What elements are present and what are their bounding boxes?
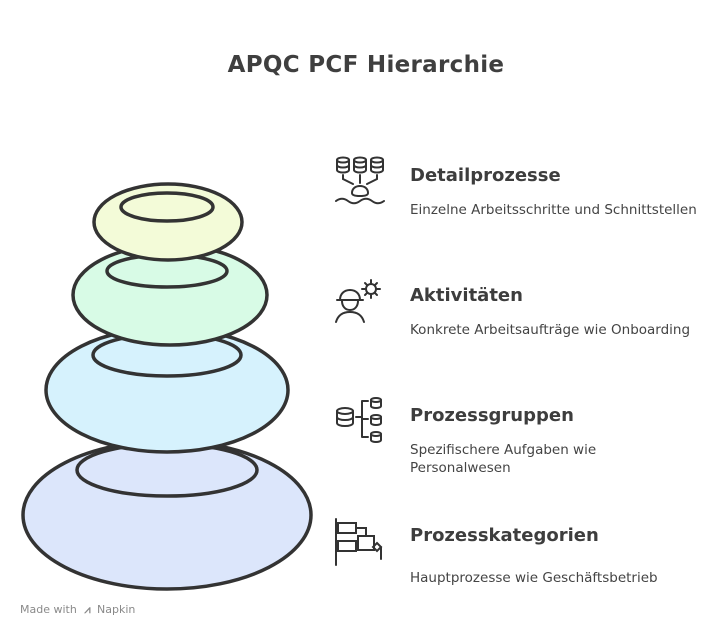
database-hierarchy-icon (332, 395, 388, 451)
level-heading: Prozessgruppen (410, 405, 574, 426)
level-heading: Aktivitäten (410, 285, 523, 306)
level-heading: Detailprozesse (410, 165, 561, 186)
flowchart-icon (332, 515, 388, 571)
worker-gear-icon (332, 275, 388, 331)
level-detailprozesse: Detailprozesse Einzelne Arbeitsschritte … (332, 155, 702, 255)
made-with-label: Made with (20, 603, 77, 616)
ring-detailprozesse-hole (119, 191, 215, 223)
level-description: Spezifischere Aufgaben wie Personalwesen (410, 442, 597, 476)
made-with-footer: Made with ⩘ Napkin (20, 603, 135, 617)
napkin-logo-icon: ⩘ (84, 603, 91, 616)
level-description: Hauptprozesse wie Geschäftsbetrieb (410, 570, 658, 586)
database-network-icon (332, 155, 388, 211)
level-prozesskategorien: Prozesskategorien Hauptprozesse wie Gesc… (332, 515, 702, 615)
napkin-brand: Napkin (97, 603, 136, 616)
level-heading: Prozesskategorien (410, 525, 599, 546)
diagram-title: APQC PCF Hierarchie (227, 52, 505, 78)
level-prozessgruppen: Prozessgruppen Spezifischere Aufgaben wi… (332, 395, 702, 495)
level-description: Einzelne Arbeitsschritte und Schnittstel… (410, 202, 697, 218)
level-aktivitaeten: Aktivitäten Konkrete Arbeitsaufträge wie… (332, 275, 702, 375)
level-description: Konkrete Arbeitsaufträge wie Onboarding (410, 322, 691, 338)
ring-stack (21, 182, 313, 591)
